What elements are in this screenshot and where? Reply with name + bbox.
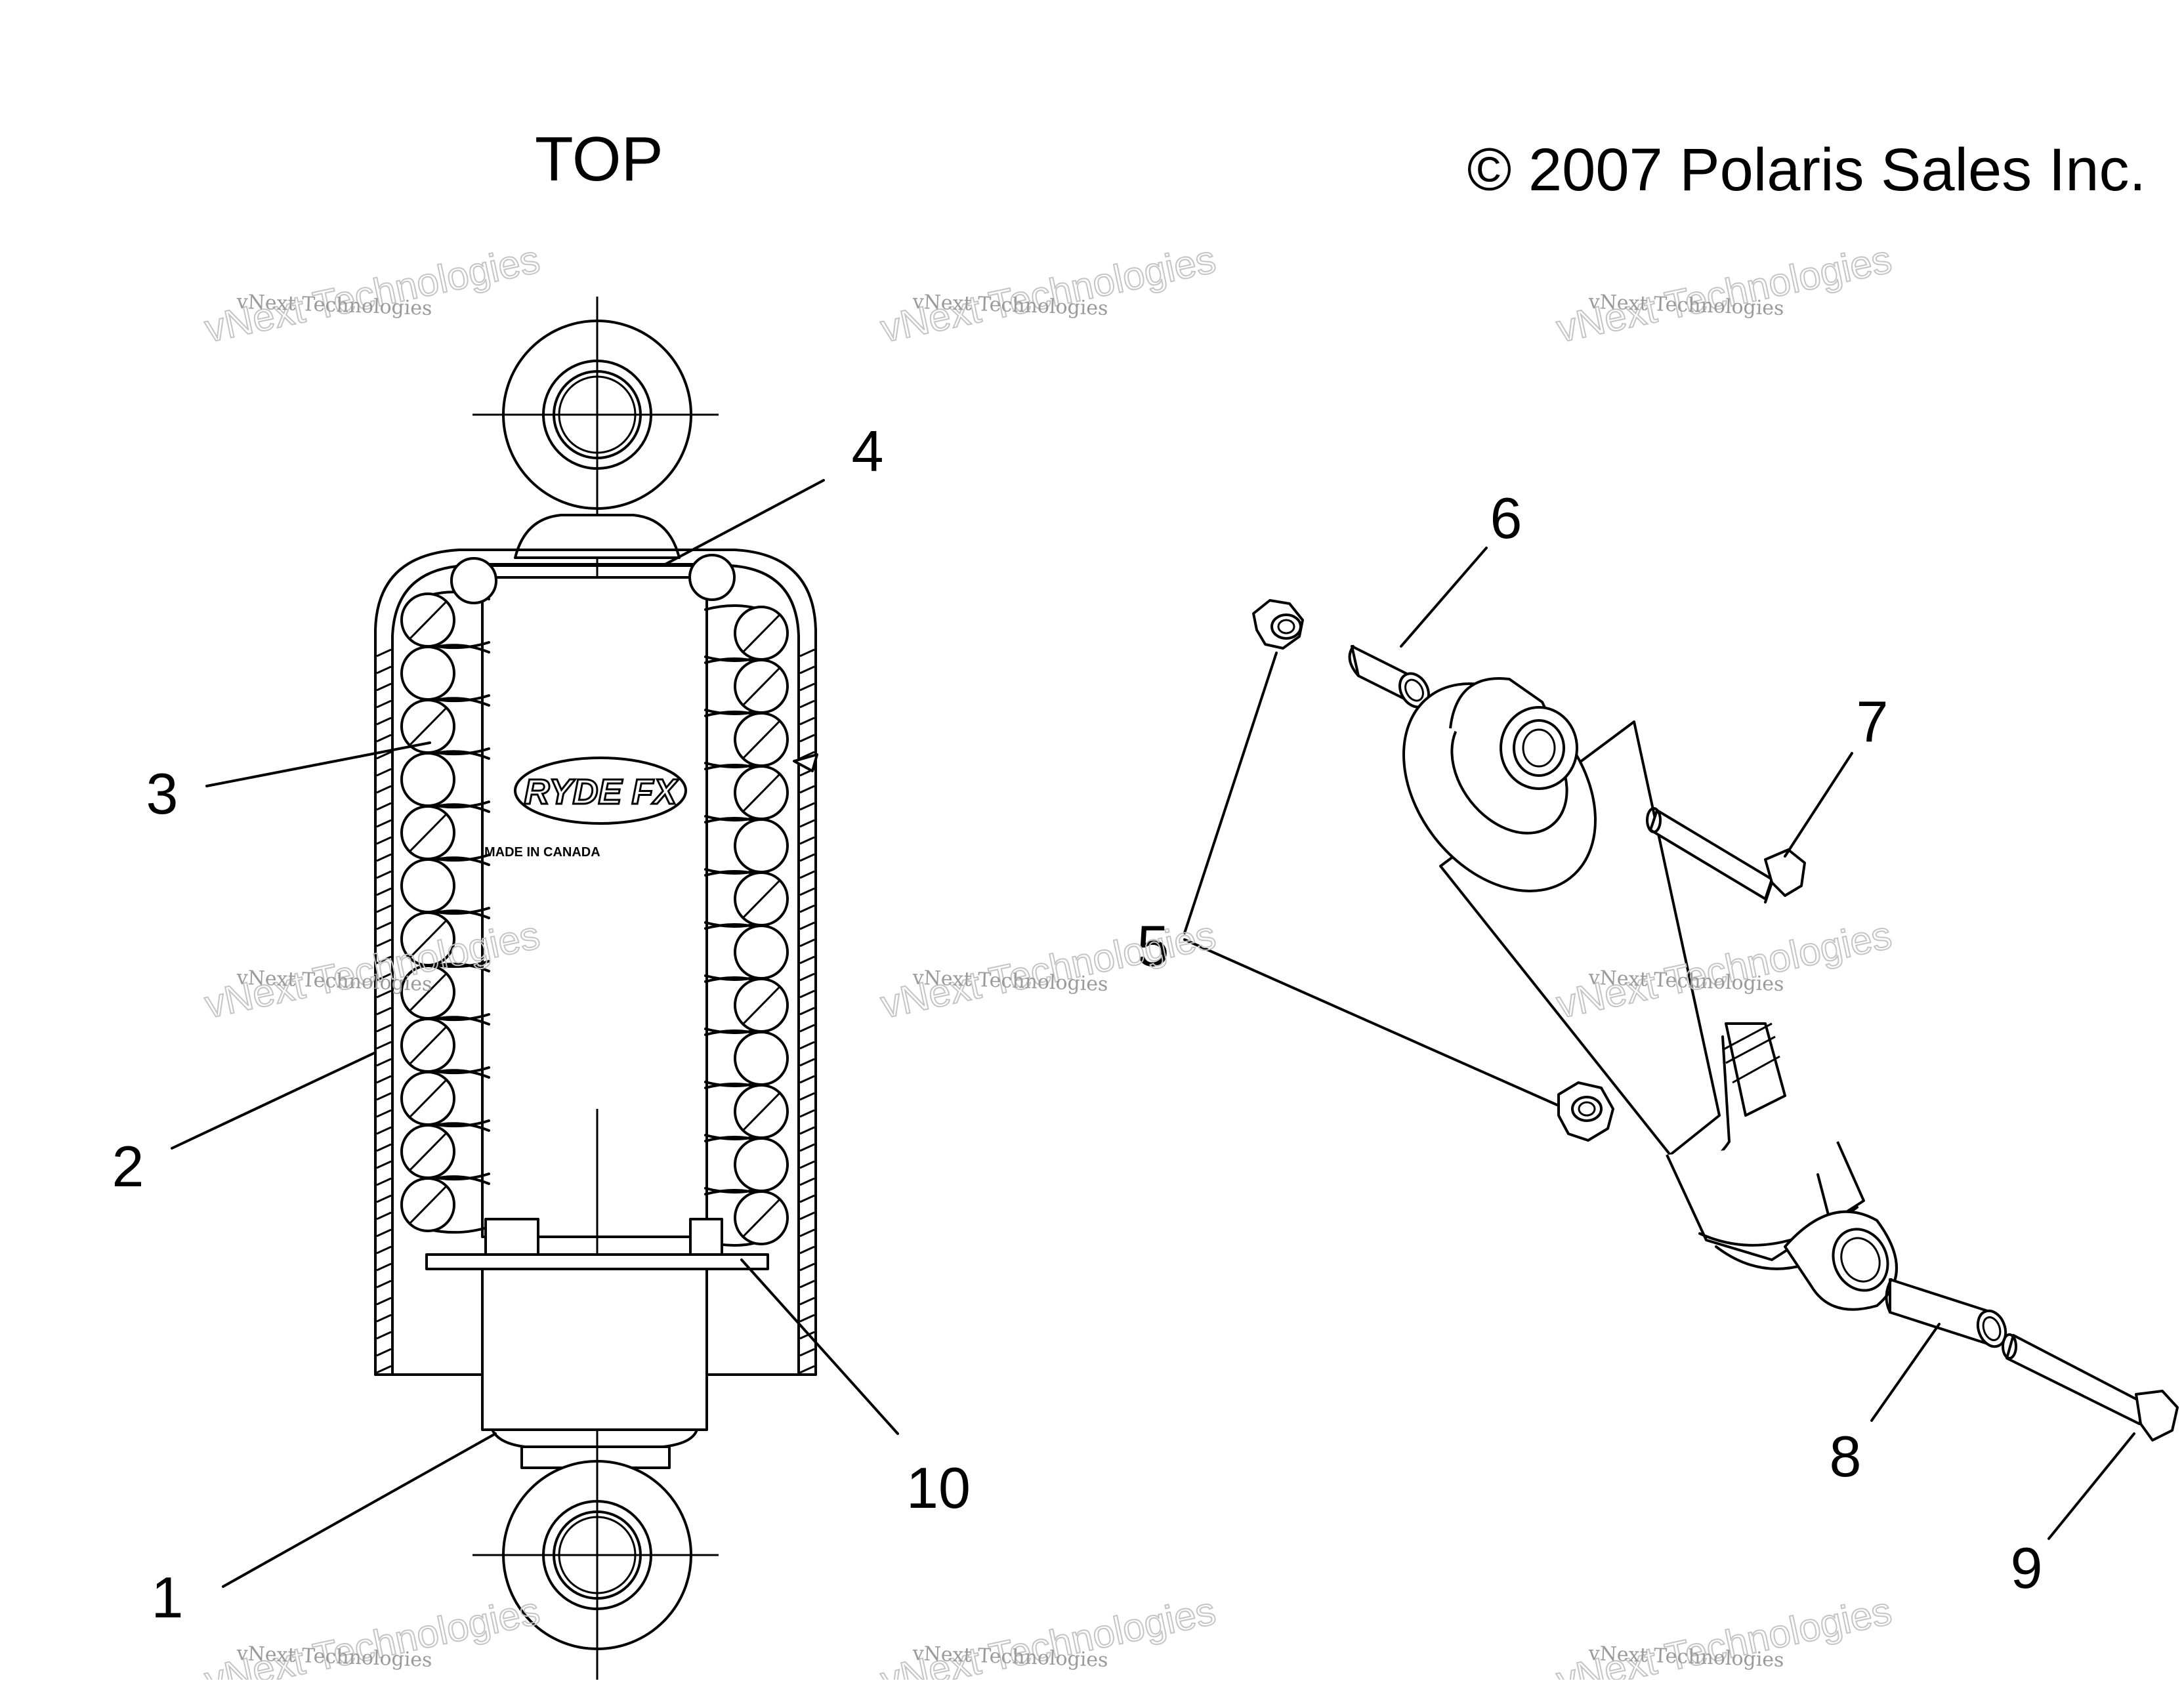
- leader-lines: [171, 479, 2135, 1588]
- brand-logo-text: RYDE FX: [524, 772, 679, 812]
- shock-assembly-front-view: RYDE FX MADE IN CANADA: [374, 297, 818, 1680]
- made-in-label: MADE IN CANADA: [484, 845, 600, 860]
- callout-2: 2: [112, 1134, 144, 1199]
- callout-7: 7: [1857, 689, 1889, 754]
- callout-5: 5: [1137, 913, 1169, 978]
- brand-logo: RYDE FX: [514, 757, 687, 825]
- bolt-top: [1646, 807, 1806, 904]
- spring-coils-left: [400, 557, 497, 1234]
- spring-cover: [374, 549, 817, 1376]
- damper-body: [481, 576, 708, 1238]
- callout-4: 4: [852, 419, 884, 484]
- callout-1: 1: [152, 1565, 184, 1630]
- bolt-bottom: [2002, 1333, 2179, 1442]
- nut-top: [1252, 599, 1304, 650]
- callout-labels: 1 2 3 4 5 6 7 8 9 10: [112, 419, 2043, 1630]
- seat-tab-left: [484, 1218, 539, 1257]
- spring-seat-plate: [425, 1253, 769, 1270]
- callout-8: 8: [1830, 1424, 1862, 1489]
- page-title: TOP: [535, 124, 663, 194]
- callout-10: 10: [906, 1455, 971, 1520]
- top-eyelet: [472, 297, 719, 741]
- nut-bottom: [1557, 1081, 1614, 1142]
- spacer-bottom: [1885, 1278, 2007, 1348]
- coil-section: [734, 925, 789, 980]
- callout-9: 9: [2011, 1535, 2043, 1600]
- spring-coils-right: [688, 554, 789, 1247]
- lower-eyelet-iso: [1784, 1210, 1898, 1311]
- callout-3: 3: [146, 761, 178, 826]
- coil-section: [734, 818, 789, 873]
- coil-section: [400, 858, 455, 913]
- lower-damper-body: [481, 1268, 708, 1431]
- copyright-text: © 2007 Polaris Sales Inc.: [1467, 136, 2146, 203]
- coil-section: [400, 646, 455, 701]
- coil-section: [400, 752, 455, 807]
- seat-tab-right: [689, 1218, 723, 1257]
- coil-section: [734, 1137, 789, 1192]
- spacer-top: [1348, 645, 1430, 709]
- top-cap: [514, 514, 681, 559]
- bottom-eyelet: [472, 1444, 719, 1680]
- coil-section: [734, 1031, 789, 1086]
- callout-6: 6: [1490, 486, 1522, 551]
- shock-exploded-view: [1252, 599, 2179, 1442]
